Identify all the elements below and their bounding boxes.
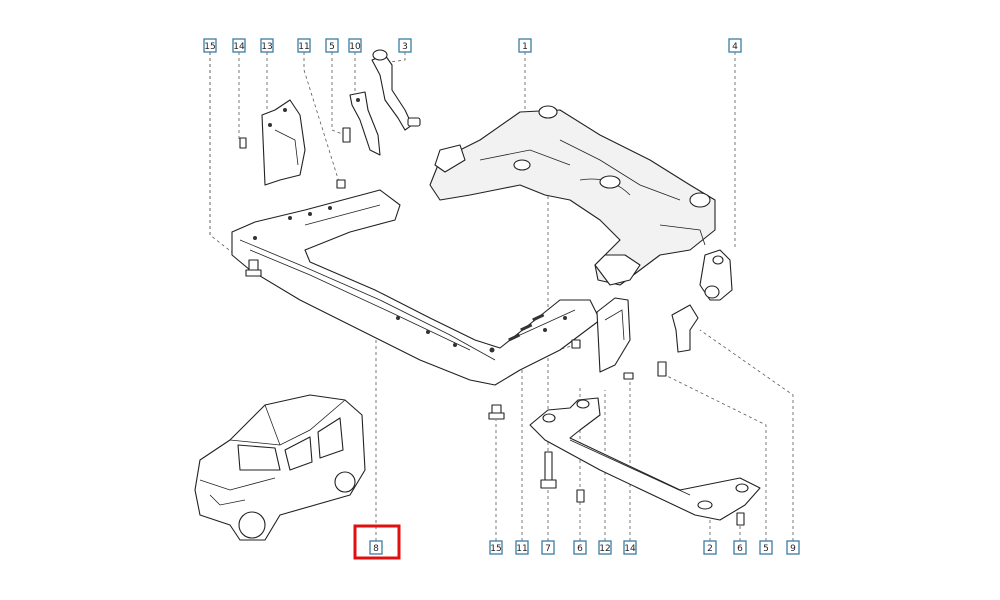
callout-6b-bottom[interactable]: 6 bbox=[733, 540, 747, 555]
svg-text:11: 11 bbox=[298, 42, 309, 52]
vehicle-thumbnail bbox=[194, 394, 366, 541]
callout-11-bottom[interactable]: 11 bbox=[515, 540, 529, 555]
svg-text:7: 7 bbox=[545, 544, 551, 554]
bolt-6-bottom bbox=[576, 489, 585, 503]
callout-14-top[interactable]: 14 bbox=[232, 38, 246, 53]
vertical-plate-part bbox=[596, 297, 631, 373]
svg-text:10: 10 bbox=[349, 42, 361, 52]
callout-11-top[interactable]: 11 bbox=[297, 38, 311, 53]
callout-13-top[interactable]: 13 bbox=[260, 38, 274, 53]
bracket-right-part bbox=[699, 249, 733, 301]
bolt-14-top bbox=[239, 137, 247, 149]
nut-11-bottom bbox=[571, 339, 581, 349]
svg-text:11: 11 bbox=[516, 544, 527, 554]
link-part bbox=[371, 49, 421, 131]
fasteners bbox=[239, 127, 745, 526]
callout-5-top[interactable]: 5 bbox=[325, 38, 339, 53]
svg-text:14: 14 bbox=[624, 544, 636, 554]
callout-9-bottom[interactable]: 9 bbox=[786, 540, 800, 555]
svg-text:3: 3 bbox=[402, 42, 408, 52]
bolt-6b-bottom bbox=[736, 512, 745, 526]
bolt-5-top bbox=[342, 127, 351, 143]
svg-text:5: 5 bbox=[763, 544, 769, 554]
leader-lines bbox=[209, 52, 794, 541]
callout-2-bottom[interactable]: 2 bbox=[703, 540, 717, 555]
nut-11-top bbox=[336, 179, 346, 189]
bolt-14-bottom bbox=[623, 372, 634, 380]
callout-12-bottom[interactable]: 12 bbox=[598, 540, 612, 555]
highlight-box bbox=[353, 524, 401, 560]
crossmember-part bbox=[231, 189, 601, 386]
svg-text:14: 14 bbox=[233, 42, 245, 52]
callout-7-bottom[interactable]: 7 bbox=[541, 540, 555, 555]
svg-text:1: 1 bbox=[522, 42, 528, 52]
bolt-15-bottom bbox=[488, 404, 505, 420]
callout-8-bottom[interactable]: 8 bbox=[369, 540, 383, 555]
callout-3-top[interactable]: 3 bbox=[398, 38, 412, 53]
callout-10-top[interactable]: 10 bbox=[348, 38, 362, 53]
bolt-15-top bbox=[245, 259, 262, 277]
svg-text:13: 13 bbox=[261, 42, 272, 52]
small-bracket-9-part bbox=[671, 304, 699, 353]
bolt-5-bottom bbox=[657, 361, 667, 377]
svg-text:2: 2 bbox=[707, 544, 713, 554]
svg-text:12: 12 bbox=[599, 544, 610, 554]
svg-text:15: 15 bbox=[204, 42, 215, 52]
svg-text:5: 5 bbox=[329, 42, 335, 52]
svg-text:15: 15 bbox=[490, 544, 501, 554]
svg-text:6: 6 bbox=[577, 544, 583, 554]
svg-text:6: 6 bbox=[737, 544, 743, 554]
svg-text:8: 8 bbox=[373, 544, 379, 554]
bolt-7-bottom bbox=[540, 451, 557, 489]
callouts: 15 14 13 11 5 10 3 1 bbox=[203, 38, 800, 560]
lower-plate-part bbox=[529, 397, 761, 521]
callout-6-bottom[interactable]: 6 bbox=[573, 540, 587, 555]
svg-text:4: 4 bbox=[732, 42, 738, 52]
callout-5-bottom[interactable]: 5 bbox=[759, 540, 773, 555]
side-plate-part bbox=[261, 99, 306, 186]
callout-1-top[interactable]: 1 bbox=[518, 38, 532, 53]
callout-14-bottom[interactable]: 14 bbox=[623, 540, 637, 555]
callout-15-top[interactable]: 15 bbox=[203, 38, 217, 53]
callout-15-bottom[interactable]: 15 bbox=[489, 540, 503, 555]
small-bracket-part bbox=[349, 91, 381, 156]
callout-4-top[interactable]: 4 bbox=[728, 38, 742, 53]
subframe-part bbox=[429, 105, 716, 286]
svg-text:9: 9 bbox=[790, 544, 796, 554]
